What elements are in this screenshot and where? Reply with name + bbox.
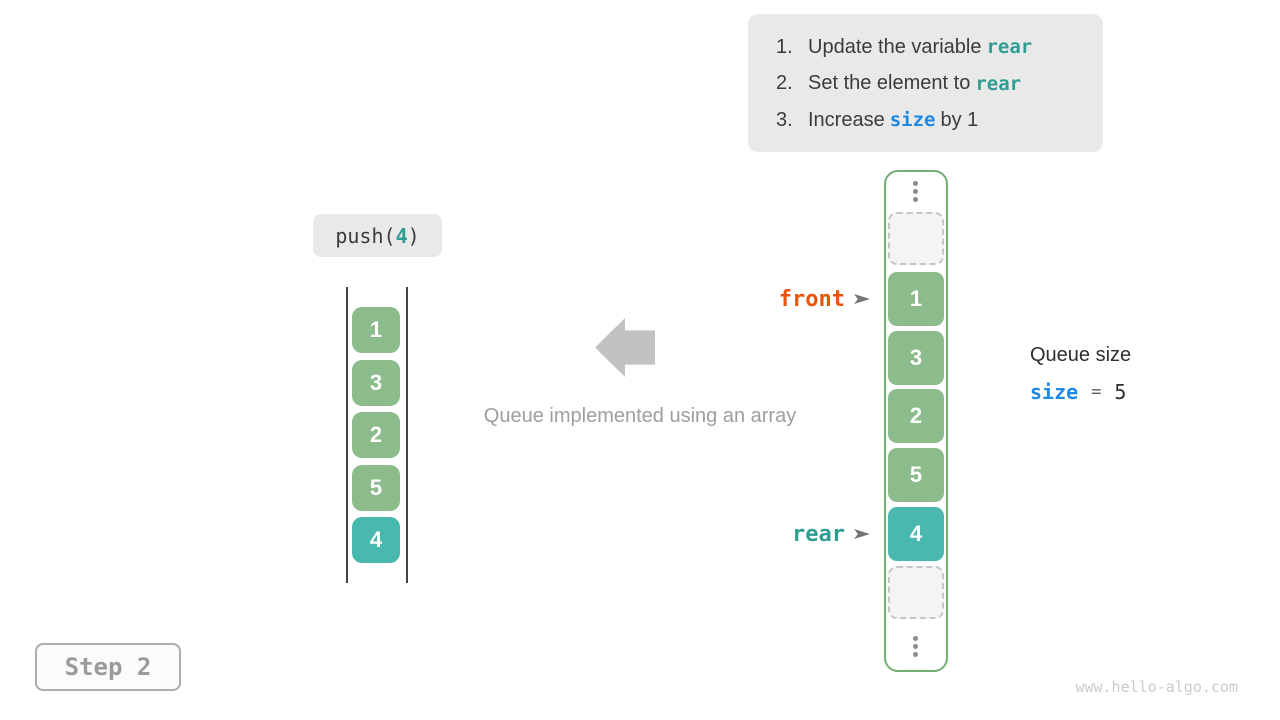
array-cell: 3 (888, 331, 944, 385)
stack-cell-highlighted: 4 (352, 517, 400, 563)
instruction-item: 2. Set the element to rear (776, 66, 1103, 103)
front-pointer: front (779, 286, 870, 312)
front-pointer-label: front (778, 286, 845, 312)
ellipsis-icon-bottom (913, 636, 918, 657)
rear-pointer-arrow-icon (854, 529, 870, 539)
stack-cell: 1 (352, 307, 400, 353)
queue-size-expression: size = 5 (1030, 380, 1126, 404)
step-text-post: by 1 (940, 108, 979, 131)
step-number: 1. (776, 35, 793, 58)
queue-size-title: Queue size (1030, 344, 1132, 366)
instruction-item: 1. Update the variable rear (776, 29, 1103, 66)
array-cell-highlighted: 4 (888, 507, 944, 561)
stack-cell: 5 (352, 464, 400, 511)
equals-sign: = (1091, 382, 1102, 402)
step-number: 2. (776, 72, 793, 95)
rear-pointer-label: rear (792, 521, 845, 547)
push-fn-text: push( (335, 223, 396, 248)
push-call-label: push(4) (313, 214, 442, 257)
size-value: 5 (1114, 380, 1127, 404)
code-token-size: size (889, 109, 936, 132)
push-arg-value: 4 (395, 223, 408, 248)
step-badge: Step 2 (35, 643, 181, 691)
left-arrow-icon (595, 318, 655, 377)
instruction-panel: 1. Update the variable rear 2. Set the e… (748, 14, 1103, 152)
size-variable: size (1030, 380, 1079, 404)
code-token-rear: rear (986, 36, 1033, 59)
step-text: Set the element to (808, 72, 971, 95)
front-pointer-arrow-icon (854, 294, 870, 304)
stack-boundary-line-left (346, 287, 348, 583)
array-cell: 5 (888, 448, 944, 502)
array-cell: 1 (888, 272, 944, 326)
diagram-caption: Queue implemented using an array (483, 405, 797, 427)
array-cell: 2 (888, 389, 944, 443)
step-text: Update the variable (808, 35, 982, 58)
step-text: Increase (808, 108, 885, 131)
instruction-item: 3. Increase size by 1 (776, 102, 1103, 139)
stack-cell: 2 (352, 412, 400, 458)
empty-array-slot-bottom (888, 566, 944, 619)
stack-cell: 3 (352, 359, 400, 406)
push-close-paren: ) (407, 223, 420, 248)
code-token-rear: rear (975, 72, 1022, 95)
stack-boundary-line-right (406, 287, 408, 583)
empty-array-slot-top (888, 212, 944, 265)
left-queue-stack: 1 3 2 5 4 (352, 307, 400, 563)
step-number: 3. (776, 108, 793, 131)
ellipsis-icon-top (913, 181, 918, 202)
rear-pointer: rear (792, 521, 870, 547)
watermark: www.hello-algo.com (1075, 678, 1238, 696)
